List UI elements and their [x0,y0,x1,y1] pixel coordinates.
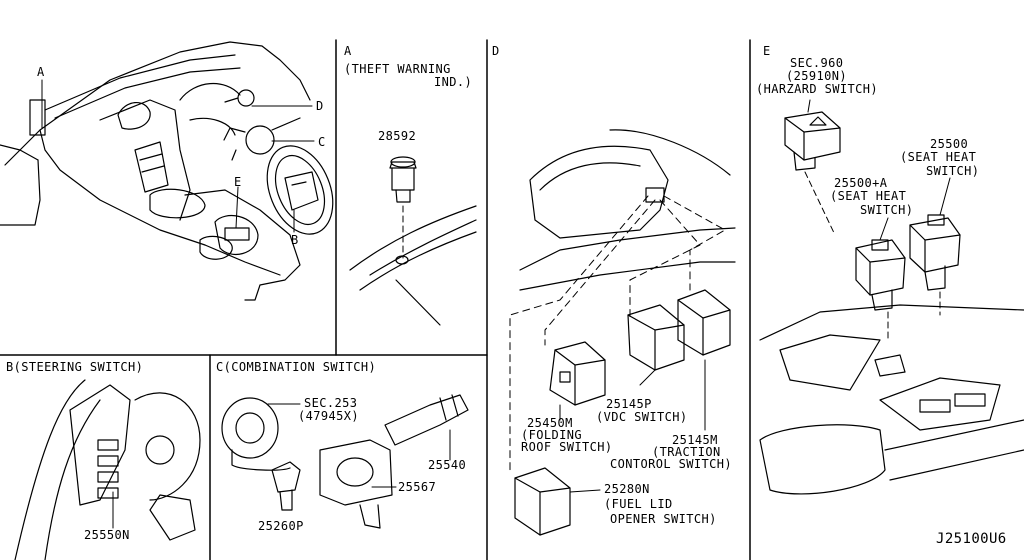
hazard-switch-drawing [784,99,841,236]
vdc-switch-label: (VDC SWITCH) [596,410,688,424]
seat-heat-1-label-2: SWITCH) [926,164,980,178]
callout-b: B [291,233,299,247]
seat-heat-2-label-2: SWITCH) [860,203,914,217]
hazard-switch-label: (HARZARD SWITCH) [756,82,878,96]
panel-dividers [0,39,751,560]
callout-c: C [318,135,326,149]
part-number-25500: 25500 [930,137,969,151]
steering-wheel-illustration [266,145,334,235]
fuel-lid-switch-drawing [514,467,601,536]
seat-heat-1-label-1: (SEAT HEAT [900,150,977,164]
panel-a-letter: A [344,44,352,58]
part-number-25280n: 25280N [604,482,650,496]
panel-c-title: C(COMBINATION SWITCH) [216,360,377,374]
column-switch-illustration [223,89,301,161]
fuel-lid-label-1: (FUEL LID [604,497,673,511]
panel-a-title-line2: IND.) [434,75,473,89]
center-console-drawing [519,129,736,291]
part-number-25260p: 25260P [258,519,304,533]
diagram-code: J25100U6 [936,531,1007,547]
dashboard-illustration [0,41,311,301]
folding-roof-label-2: ROOF SWITCH) [521,440,613,454]
d-dashed-leaders [509,195,726,471]
part-number-25145p: 25145P [606,397,652,411]
traction-label-1: (TRACTION [652,445,721,459]
panel-b-title: B(STEERING SWITCH) [6,360,144,374]
sec-960-code: (25910N) [786,69,847,83]
vdc-switch-drawing [627,304,685,386]
panel-e-letter: E [763,44,771,58]
sec-960-label: SEC.960 [790,56,844,70]
callout-d: D [316,99,324,113]
traction-label-2: CONTOROL SWITCH) [610,457,732,471]
part-number-25567: 25567 [398,480,437,494]
sec-253-label: SEC.253 [304,396,358,410]
seat-heat-switch-2-drawing [855,217,906,341]
panel-a-title: (THEFT WARNING [344,62,451,76]
seat-heat-switch-1-drawing [909,177,961,316]
sec-253-code: (47945X) [298,409,359,423]
combination-switch-drawing [221,394,469,529]
folding-roof-label-1: (FOLDING [521,428,582,442]
steering-switch-drawing [14,379,201,560]
part-number-25145m: 25145M [672,433,718,447]
part-number-25540: 25540 [428,458,467,472]
part-number-25550n: 25550N [84,528,130,542]
panel-d-letter: D [492,44,500,58]
theft-warning-lamp-drawing [349,156,477,326]
fuel-lid-label-2: OPENER SWITCH) [610,512,717,526]
part-number-28592: 28592 [378,129,417,143]
e-console-drawing [759,304,1024,495]
folding-roof-switch-drawing [549,341,606,421]
callout-a: A [37,65,45,79]
seat-heat-2-label-1: (SEAT HEAT [830,189,907,203]
part-number-25450m: 25450M [527,416,573,430]
callout-e: E [234,175,242,189]
part-number-25500-a: 25500+A [834,176,888,190]
overview-leaders [41,79,315,233]
traction-switch-drawing [677,289,731,431]
